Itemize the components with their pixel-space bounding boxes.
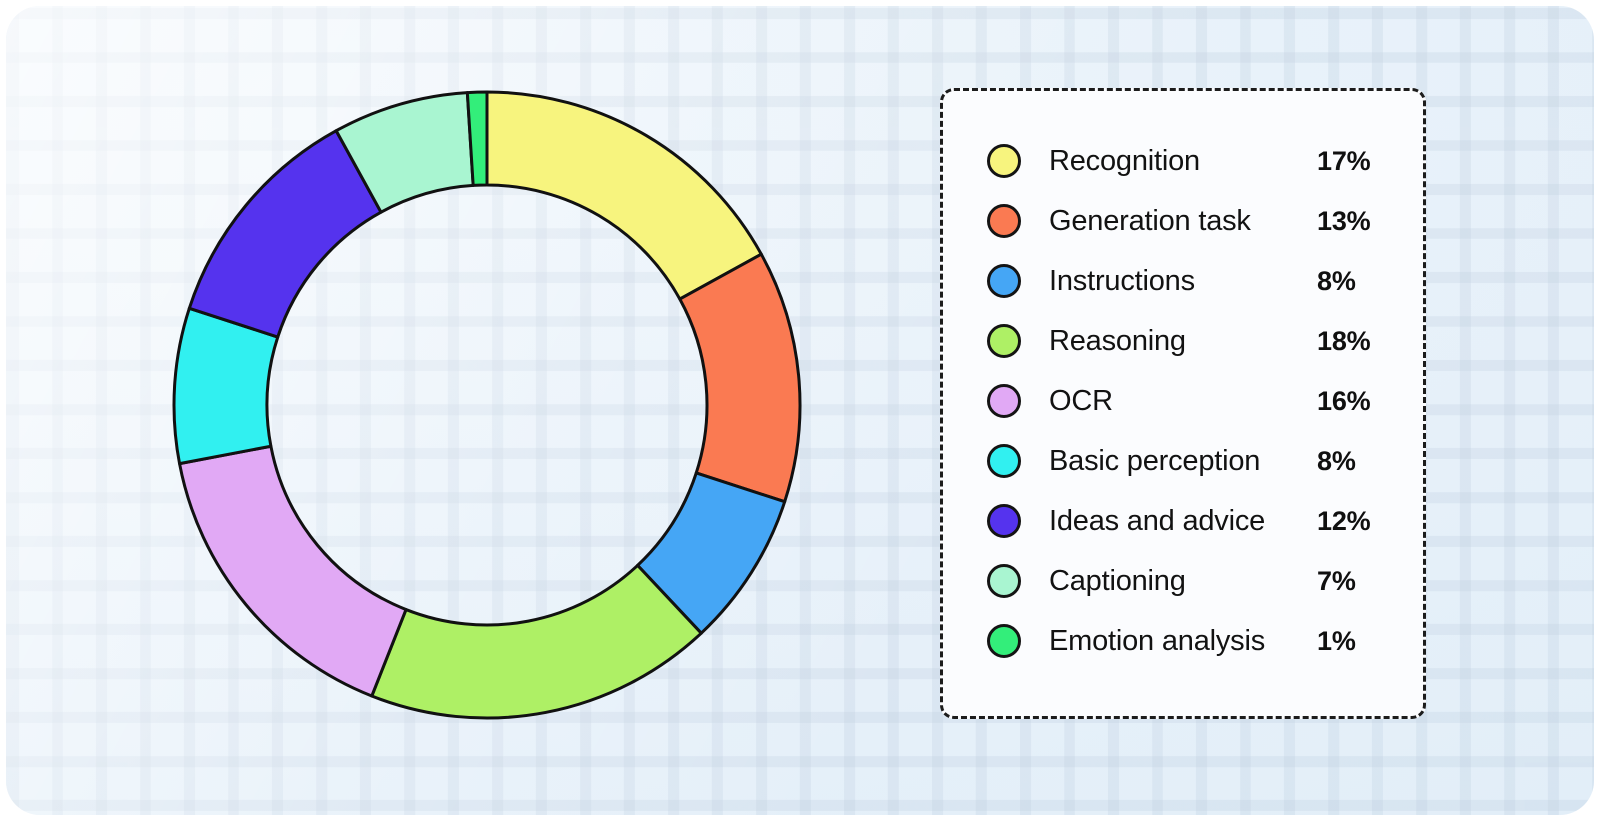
legend-color-swatch-icon [987, 144, 1021, 178]
legend-list: Recognition 17% Generation task 13% Instruct… [987, 131, 1401, 671]
donut-slice[interactable] [485, 90, 763, 301]
donut-slice[interactable] [178, 444, 408, 698]
legend-item-value: 18% [1317, 325, 1371, 356]
donut-slice-group [172, 90, 802, 720]
legend-color-swatch-icon [987, 504, 1021, 538]
legend-item[interactable]: Captioning 7% [987, 551, 1401, 611]
legend-item-value: 8% [1317, 445, 1356, 476]
legend-item-value: 13% [1317, 205, 1371, 236]
donut-chart [170, 88, 804, 722]
legend-item[interactable]: Generation task 13% [987, 191, 1401, 251]
legend-item-label: Captioning [1049, 564, 1186, 597]
legend-color-swatch-icon [987, 324, 1021, 358]
legend-item-label: Emotion analysis [1049, 624, 1266, 657]
legend-item[interactable]: OCR 16% [987, 371, 1401, 431]
legend-item[interactable]: Emotion analysis 1% [987, 611, 1401, 671]
legend-item-label: Basic perception [1049, 444, 1261, 477]
legend-item[interactable]: Reasoning 18% [987, 311, 1401, 371]
legend-item-label: Reasoning [1049, 324, 1186, 357]
legend-item-label: OCR [1049, 384, 1113, 417]
legend-item-label: Instructions [1049, 264, 1195, 297]
legend-item-label: Recognition [1049, 144, 1200, 177]
legend-color-swatch-icon [987, 384, 1021, 418]
donut-slice[interactable] [370, 563, 703, 720]
legend-color-swatch-icon [987, 204, 1021, 238]
donut-chart-svg [172, 90, 802, 720]
legend-item-label: Ideas and advice [1049, 504, 1266, 537]
legend-color-swatch-icon [987, 564, 1021, 598]
legend-item-value: 12% [1317, 505, 1371, 536]
legend-item[interactable]: Instructions 8% [987, 251, 1401, 311]
legend-item-label: Generation task [1049, 204, 1251, 237]
legend-card: Recognition 17% Generation task 13% Instruct… [940, 88, 1426, 719]
donut-slice[interactable] [678, 252, 802, 504]
legend-item[interactable]: Ideas and advice 12% [987, 491, 1401, 551]
legend-color-swatch-icon [987, 264, 1021, 298]
legend-item-value: 7% [1317, 565, 1356, 596]
legend-item[interactable]: Basic perception 8% [987, 431, 1401, 491]
legend-item-value: 17% [1317, 145, 1371, 176]
legend-item[interactable]: Recognition 17% [987, 131, 1401, 191]
legend-color-swatch-icon [987, 624, 1021, 658]
legend-color-swatch-icon [987, 444, 1021, 478]
donut-slice[interactable] [465, 90, 489, 187]
legend-item-value: 8% [1317, 265, 1356, 296]
legend-item-value: 16% [1317, 385, 1371, 416]
legend-item-value: 1% [1317, 625, 1356, 656]
